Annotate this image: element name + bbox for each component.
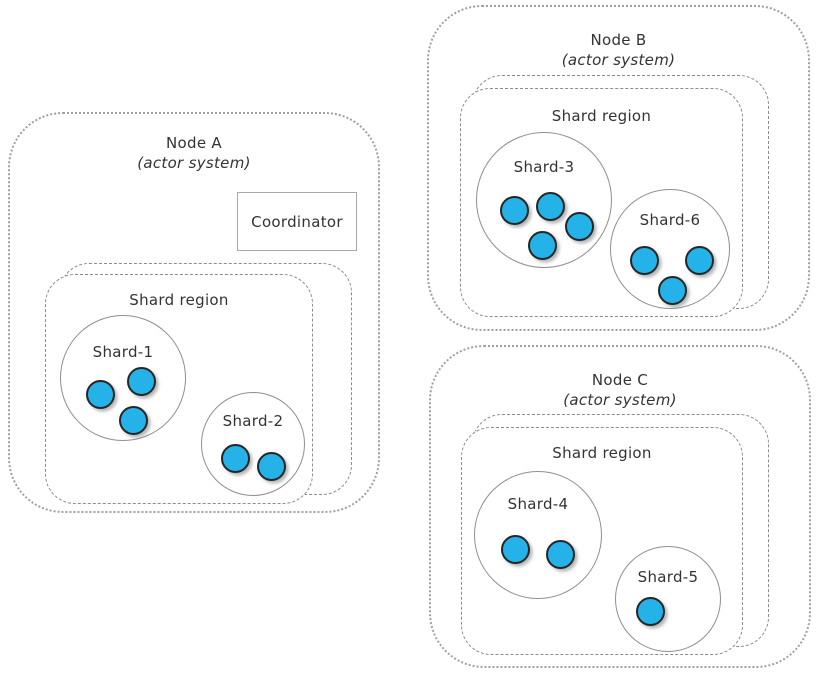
node-a: Node A (actor system) Shard region Coord…	[8, 112, 380, 513]
entity-actor-dot	[119, 406, 148, 435]
entity-actor-dot	[221, 444, 250, 473]
node-c-subtitle: (actor system)	[563, 391, 677, 409]
shard-4-circle: Shard-4	[474, 471, 602, 599]
node-b: Node B (actor system) Shard region Shard…	[427, 5, 810, 331]
entity-actor-dot	[658, 276, 687, 305]
shard-4-label: Shard-4	[507, 495, 569, 513]
entity-actor-dot	[636, 597, 665, 626]
shard-5-circle: Shard-5	[615, 546, 721, 652]
shard-1-label: Shard-1	[92, 343, 154, 361]
node-c-title: Node C	[591, 371, 649, 389]
entity-actor-dot	[501, 535, 530, 564]
node-c-title-block: Node C (actor system)	[431, 370, 809, 410]
shard-5-label: Shard-5	[637, 568, 699, 586]
coordinator-box: Coordinator	[237, 192, 357, 251]
entity-actor-dot	[86, 380, 115, 409]
entity-actor-dot	[257, 452, 286, 481]
entity-actor-dot	[500, 196, 529, 225]
shard-3-label: Shard-3	[513, 158, 575, 176]
entity-actor-dot	[685, 246, 714, 275]
shard-2-circle: Shard-2	[201, 392, 305, 496]
entity-actor-dot	[528, 231, 557, 260]
shard-6-circle: Shard-6	[610, 189, 730, 309]
node-a-title: Node A	[166, 134, 222, 152]
node-b-subtitle: (actor system)	[561, 51, 676, 69]
shard-6-label: Shard-6	[639, 211, 701, 229]
node-a-subtitle: (actor system)	[137, 154, 251, 172]
coordinator-label: Coordinator	[251, 212, 343, 231]
node-a-shard-region-label: Shard region	[129, 291, 229, 309]
entity-actor-dot	[546, 540, 575, 569]
entity-actor-dot	[630, 246, 659, 275]
entity-actor-dot	[565, 212, 594, 241]
node-b-title-block: Node B (actor system)	[429, 30, 808, 70]
shard-3-circle: Shard-3	[476, 132, 612, 268]
entity-actor-dot	[127, 367, 156, 396]
shard-1-circle: Shard-1	[60, 315, 186, 441]
node-a-title-block: Node A (actor system)	[10, 133, 378, 173]
node-c-shard-region-label: Shard region	[552, 444, 652, 462]
node-b-title: Node B	[590, 31, 647, 49]
entity-actor-dot	[536, 192, 565, 221]
node-c: Node C (actor system) Shard region Shard…	[429, 345, 811, 668]
node-b-shard-region-label: Shard region	[551, 107, 652, 125]
shard-2-label: Shard-2	[222, 412, 284, 430]
